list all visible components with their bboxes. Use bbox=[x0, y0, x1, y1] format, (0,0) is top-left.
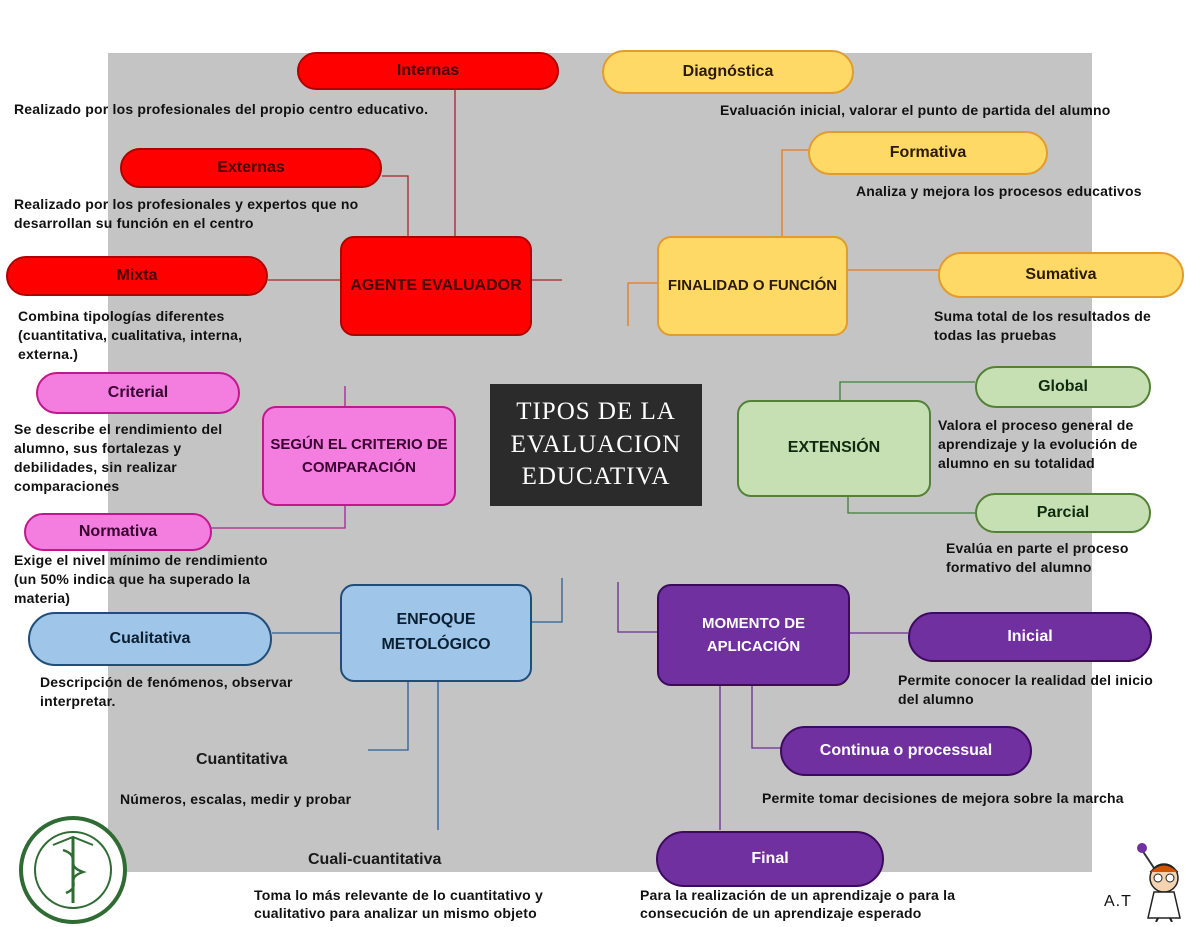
global-pill: Global bbox=[975, 366, 1151, 408]
continua-pill: Continua o processual bbox=[780, 726, 1032, 776]
connector-finalidad-left bbox=[627, 282, 657, 326]
parcial-pill: Parcial bbox=[975, 493, 1151, 533]
cuantitativa-label: Cuantitativa bbox=[196, 751, 288, 768]
cuantitativa-description: Números, escalas, medir y probar bbox=[120, 791, 352, 807]
extension-box: EXTENSIÓN bbox=[737, 400, 931, 497]
central-title: TIPOS DE LA EVALUACION EDUCATIVA bbox=[490, 384, 702, 506]
author-initials: A.T bbox=[1104, 893, 1132, 910]
agente-evaluador-box: AGENTE EVALUADOR bbox=[340, 236, 532, 336]
mixta-pill: Mixta bbox=[6, 256, 268, 296]
connector-parcial bbox=[847, 497, 975, 514]
formativa-description: Analiza y mejora los procesos educativos bbox=[856, 183, 1142, 199]
connector-normativa bbox=[210, 506, 346, 529]
cartoon-character-image bbox=[1137, 843, 1181, 922]
continua-description: Permite tomar decisiones de mejora sobre… bbox=[762, 790, 1124, 806]
connector-cuantitativa bbox=[368, 682, 409, 751]
university-seal-logo bbox=[19, 816, 127, 924]
connector-externas bbox=[382, 175, 409, 236]
criterial-pill: Criterial bbox=[36, 372, 240, 414]
connector-enfoque-center bbox=[532, 578, 563, 623]
diagnostica-pill: Diagnóstica bbox=[602, 50, 854, 94]
connector-momento-center bbox=[617, 582, 657, 633]
normativa-pill: Normativa bbox=[24, 513, 212, 551]
cualicuantitativa-label: Cuali-cuantitativa bbox=[308, 851, 442, 868]
connector-continua bbox=[751, 686, 782, 749]
internas-description: Realizado por los profesionales del prop… bbox=[14, 101, 429, 117]
connector-formativa bbox=[781, 149, 810, 236]
final-pill: Final bbox=[656, 831, 884, 887]
cualitativa-pill: Cualitativa bbox=[28, 612, 272, 666]
formativa-pill: Formativa bbox=[808, 131, 1048, 175]
mixta-description: Combina tipologías diferentes (cuantitat… bbox=[18, 308, 243, 362]
criterial-description: Se describe el rendimiento del alumno, s… bbox=[14, 421, 223, 494]
externas-description: Realizado por los profesionales y expert… bbox=[14, 196, 359, 231]
cualicuantitativa-description: Toma lo más relevante de lo cuantitativo… bbox=[254, 887, 544, 921]
inicial-pill: Inicial bbox=[908, 612, 1152, 662]
finalidad-funcion-box: FINALIDAD O FUNCIÓN bbox=[657, 236, 848, 336]
momento-aplicacion-box: MOMENTO DE APLICACIÓN bbox=[657, 584, 850, 686]
diagnostica-description: Evaluación inicial, valorar el punto de … bbox=[720, 102, 1111, 118]
sumativa-pill: Sumativa bbox=[938, 252, 1184, 298]
normativa-description: Exige el nivel mínimo de rendimiento (un… bbox=[14, 552, 268, 606]
parcial-description: Evalúa en parte el proceso formativo del… bbox=[946, 540, 1129, 575]
cualitativa-description: Descripción de fenómenos, observar inter… bbox=[40, 674, 293, 709]
internas-pill: Internas bbox=[297, 52, 559, 90]
externas-pill: Externas bbox=[120, 148, 382, 188]
sumativa-description: Suma total de los resultados de todas la… bbox=[934, 308, 1152, 343]
final-description: Para la realización de un aprendizaje o … bbox=[640, 887, 956, 921]
criterio-comparacion-box: SEGÚN EL CRITERIO DE COMPARACIÓN bbox=[262, 406, 456, 506]
global-description: Valora el proceso general de aprendizaje… bbox=[938, 417, 1138, 471]
inicial-description: Permite conocer la realidad del inicio d… bbox=[898, 672, 1154, 707]
enfoque-metologico-box: ENFOQUE METOLÓGICO bbox=[340, 584, 532, 682]
connector-global bbox=[839, 381, 975, 400]
